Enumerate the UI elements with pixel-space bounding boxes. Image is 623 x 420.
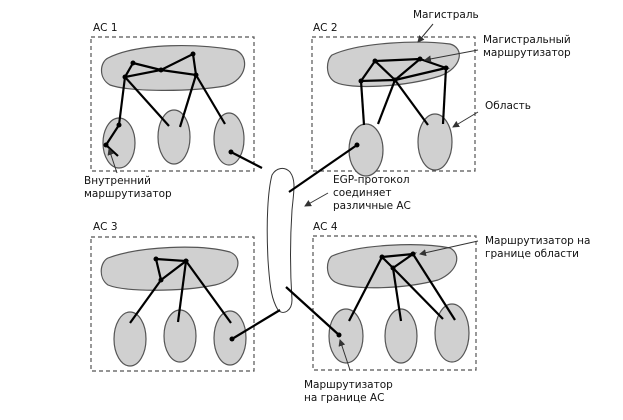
internal-router-annotation-line1: Внутренний [84, 175, 151, 187]
as-border-router-annotation-line1: Маршрутизатор [304, 379, 393, 391]
area-border-router-annotation-line1: Маршрутизатор на [485, 235, 590, 247]
as2-area-1 [348, 123, 384, 177]
as1-label: АС 1 [93, 22, 118, 34]
as3-boundary [90, 236, 255, 372]
egp-annotation-line2: соединяет [333, 187, 392, 199]
area-border-router-pointer [419, 240, 479, 257]
area-annotation: Область [485, 100, 531, 112]
as2-area-2 [417, 113, 453, 171]
as3-backbone [100, 246, 239, 291]
as2-label: АС 2 [313, 22, 338, 34]
as-border-router-pointer [338, 339, 351, 371]
as-border-router-annotation-line2: на границе АС [304, 392, 384, 404]
backbone-router-annotation-line2: маршрутизатор [483, 47, 571, 59]
as3-label: АС 3 [93, 221, 118, 233]
as4-group: АС 4 [285, 221, 477, 371]
as4-area-1 [328, 308, 364, 364]
as2-boundary [311, 36, 476, 172]
as4-area-2 [384, 308, 418, 364]
area-pointer [452, 111, 479, 128]
area-border-router-annotation-line2: границе области [485, 248, 579, 260]
egp-annotation-line3: различные АС [333, 200, 411, 212]
as1-group: АС 1 [90, 22, 263, 172]
backbone-annotation: Магистраль [413, 9, 479, 21]
backbone-router-pointer [424, 49, 479, 63]
as4-area-3 [434, 303, 470, 363]
backbone-router-annotation-line1: Магистральный [483, 34, 571, 46]
as3-area-1 [113, 311, 147, 367]
egp-pointer [304, 192, 329, 207]
as4-label: АС 4 [313, 221, 338, 233]
as1-boundary [90, 36, 255, 172]
internal-router-annotation-line2: маршрутизатор [84, 188, 172, 200]
backbone-pointer [417, 23, 434, 43]
as1-backbone [100, 44, 246, 91]
egp-annotation-line1: EGP-протокол [333, 174, 410, 186]
as1-area-3 [213, 112, 245, 166]
as3-group: АС 3 [90, 221, 281, 372]
as3-links [129, 257, 281, 340]
as3-area-2 [163, 309, 197, 363]
as2-backbone [326, 41, 460, 88]
egp-cloud [266, 167, 295, 313]
as4-boundary [312, 235, 477, 371]
as4-links [285, 252, 456, 336]
as2-group: АС 2 [288, 22, 476, 193]
internal-router-pointer [107, 148, 118, 174]
as2-links [288, 57, 450, 193]
